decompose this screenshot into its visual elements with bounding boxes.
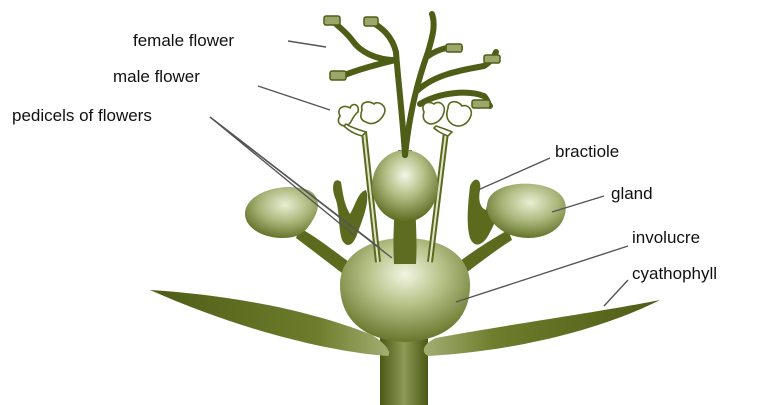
label-female-flower: female flower: [133, 31, 234, 50]
label-involucre: involucre: [632, 228, 700, 247]
label-pedicels-of-flowers: pedicels of flowers: [12, 106, 152, 125]
label-male-flower: male flower: [113, 67, 200, 86]
label-bractiole: bractiole: [555, 142, 619, 161]
label-cyathophyll: cyathophyll: [632, 264, 717, 283]
gland-left: [245, 187, 318, 238]
male-flower-left: [338, 102, 385, 136]
ovary: [372, 150, 438, 222]
label-gland: gland: [611, 184, 653, 203]
male-flower-right: [423, 102, 471, 136]
